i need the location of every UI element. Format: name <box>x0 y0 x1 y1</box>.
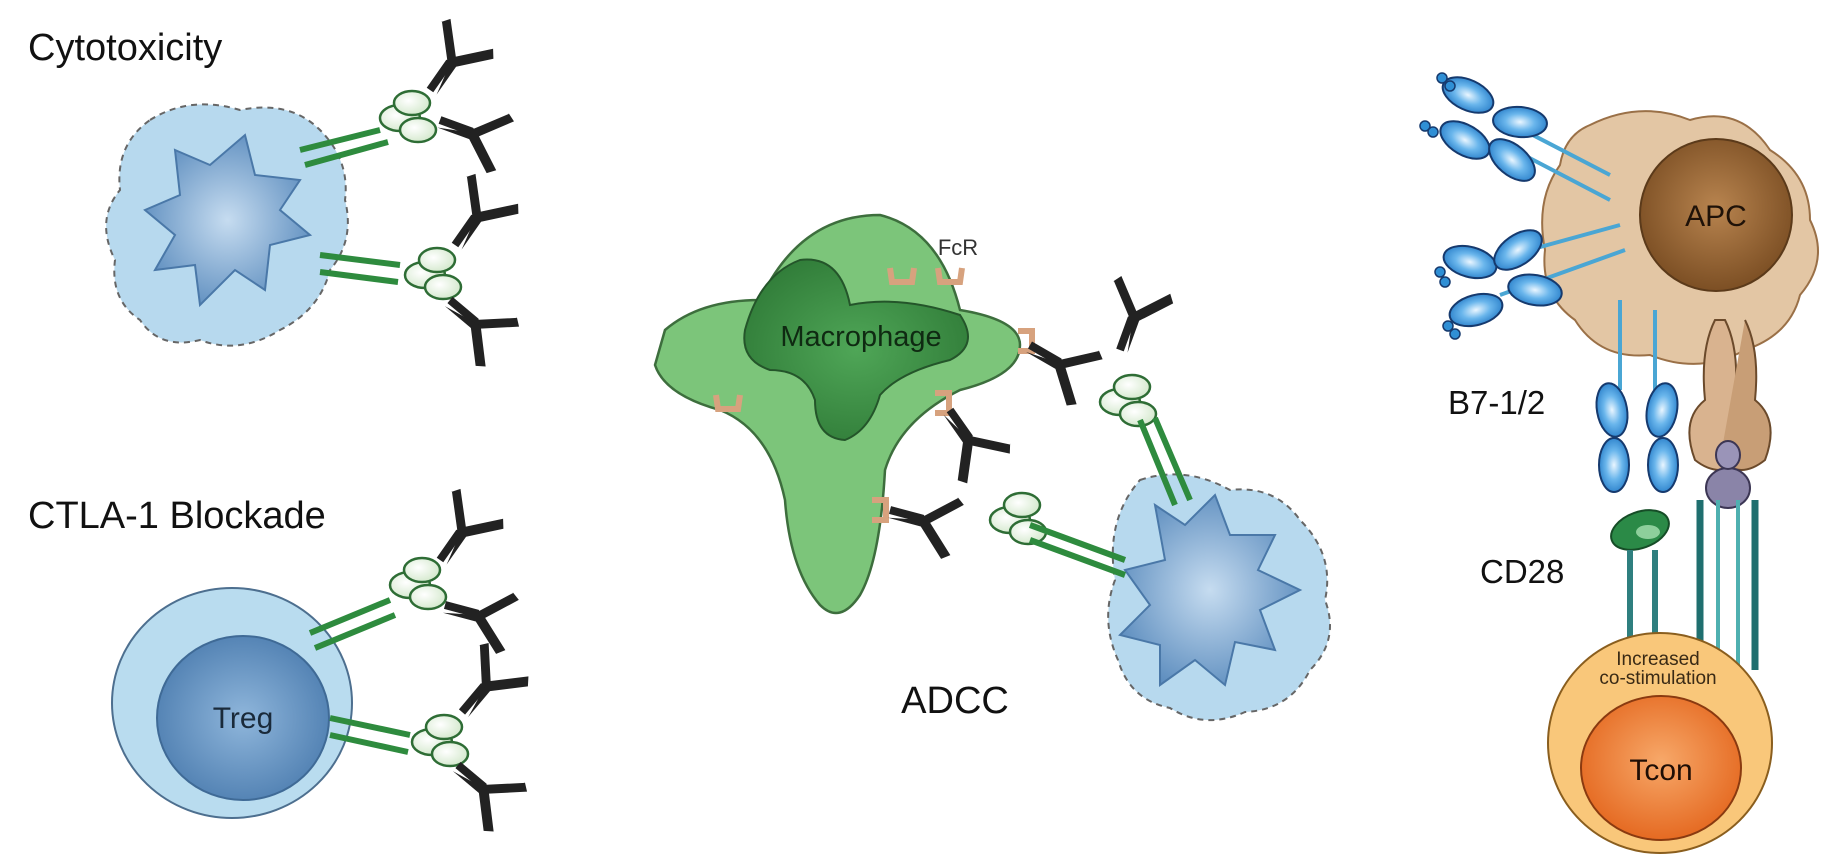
cd28-label: CD28 <box>1480 553 1564 590</box>
macrophage-nucleus <box>743 258 969 442</box>
adcc-antibody-complex-2 <box>880 391 1127 578</box>
fc-receptor <box>935 390 952 416</box>
ctla4-antibody-complex-2 <box>319 169 525 373</box>
tumor-cell <box>143 133 313 308</box>
apc-label: APC <box>1685 200 1747 233</box>
ctla4-checkpoint-pair <box>1688 319 1772 670</box>
increased-costim-line1: Increased <box>1616 649 1699 670</box>
fc-receptor <box>935 267 965 285</box>
fc-receptor <box>872 497 889 523</box>
fc-receptor <box>887 267 917 285</box>
adcc-antibody-complex-1 <box>1012 272 1193 507</box>
fc-receptor <box>713 394 743 412</box>
fc-receptor <box>1018 328 1035 354</box>
adcc-panel: Macrophage FcR <box>653 213 1331 722</box>
apc-nucleus <box>1639 138 1793 292</box>
adcc-tumor-cell <box>1118 493 1303 687</box>
treg-label: Treg <box>213 702 274 735</box>
blockade-title: CTLA-1 Blockade <box>28 495 326 537</box>
cytotoxicity-title: Cytotoxicity <box>28 27 222 69</box>
b7-cd28-pair <box>1591 300 1683 660</box>
treg-cell-nucleus <box>156 635 330 801</box>
ctla4-antibody-complex-1 <box>299 14 518 177</box>
fc-receptors <box>713 267 1035 523</box>
cytotoxicity-panel: Cytotoxicity <box>28 14 525 373</box>
tcon-nucleus <box>1580 695 1742 841</box>
ctla4-antibody-complex-3 <box>308 484 522 657</box>
tcon-label: Tcon <box>1629 754 1692 787</box>
b7-label: B7-1/2 <box>1448 384 1545 421</box>
b7-ligand-cluster-2 <box>1434 221 1626 340</box>
b7-ligand-cluster-1 <box>1419 68 1611 202</box>
ctla4-antibody-complex-4 <box>329 638 535 838</box>
costimulation-panel: APC <box>1419 68 1819 854</box>
increased-costim-line2: co-stimulation <box>1599 668 1716 689</box>
blockade-panel: CTLA-1 Blockade Treg <box>28 484 535 838</box>
macrophage-label: Macrophage <box>780 321 941 353</box>
adcc-title: ADCC <box>901 680 1009 722</box>
fcr-label: FcR <box>938 235 978 260</box>
